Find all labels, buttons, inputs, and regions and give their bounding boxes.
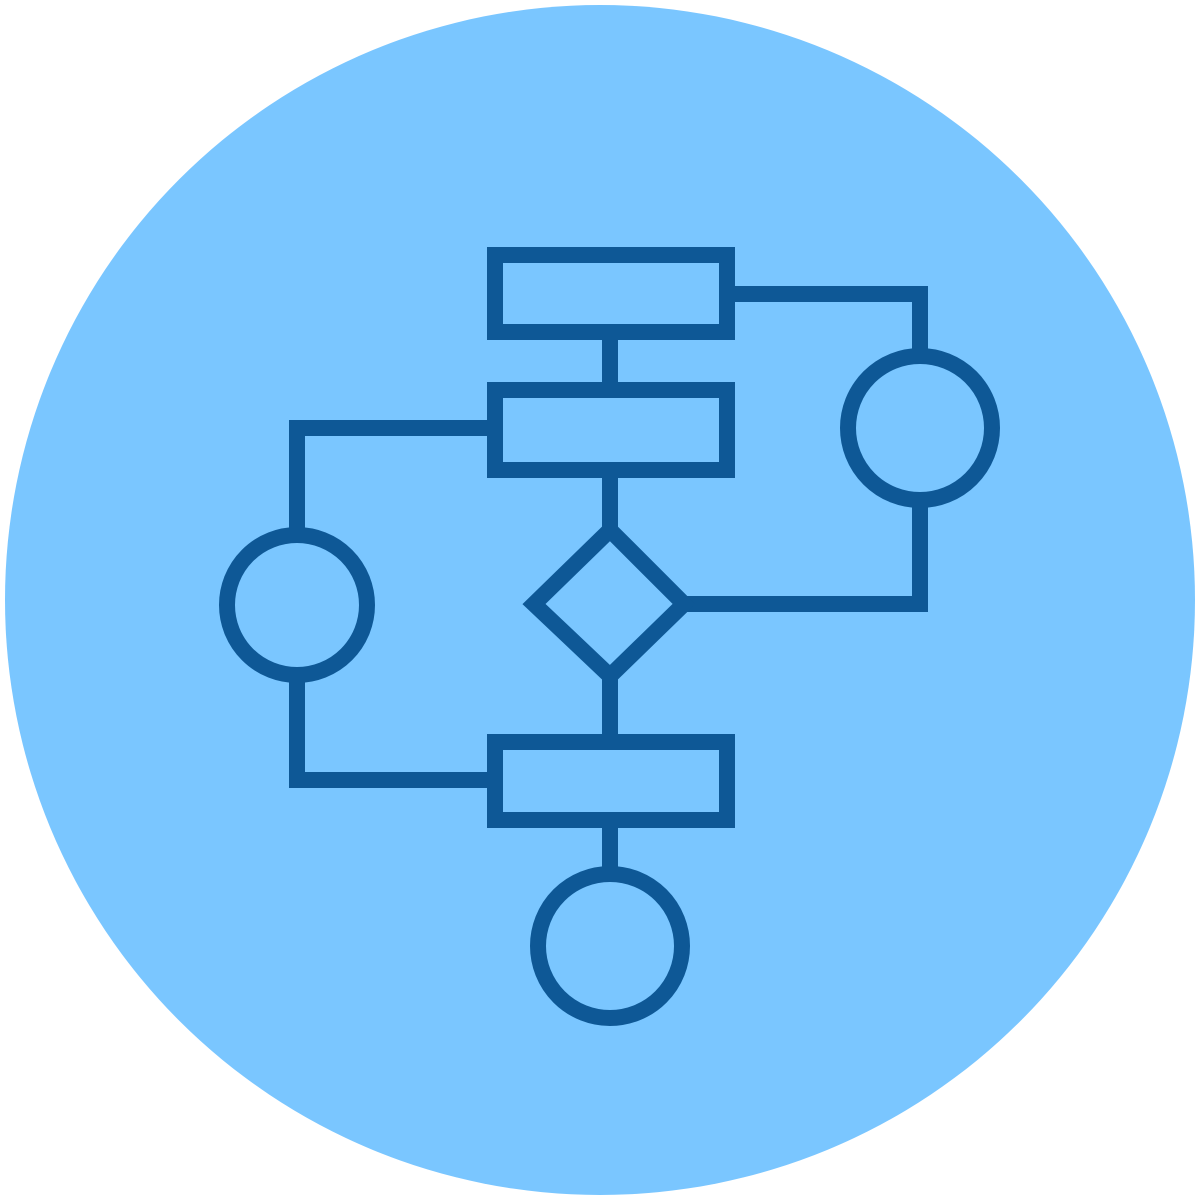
terminal-circle-bottom (530, 866, 690, 1026)
connector-right-circle-to-diamond (684, 500, 928, 612)
connector-second-to-left-circle (289, 420, 495, 535)
process-box-bottom (487, 734, 735, 828)
connector-circle-right (840, 348, 1000, 508)
connector-top-to-right-circle (727, 286, 928, 355)
connectors-group (289, 286, 928, 875)
nodes-group (219, 247, 1000, 1026)
connector-circle-left (219, 527, 375, 683)
connector-left-circle-to-bottom-rect (289, 676, 495, 788)
process-box-second (487, 382, 735, 478)
process-box-top (487, 247, 735, 340)
decision-diamond (522, 518, 696, 688)
